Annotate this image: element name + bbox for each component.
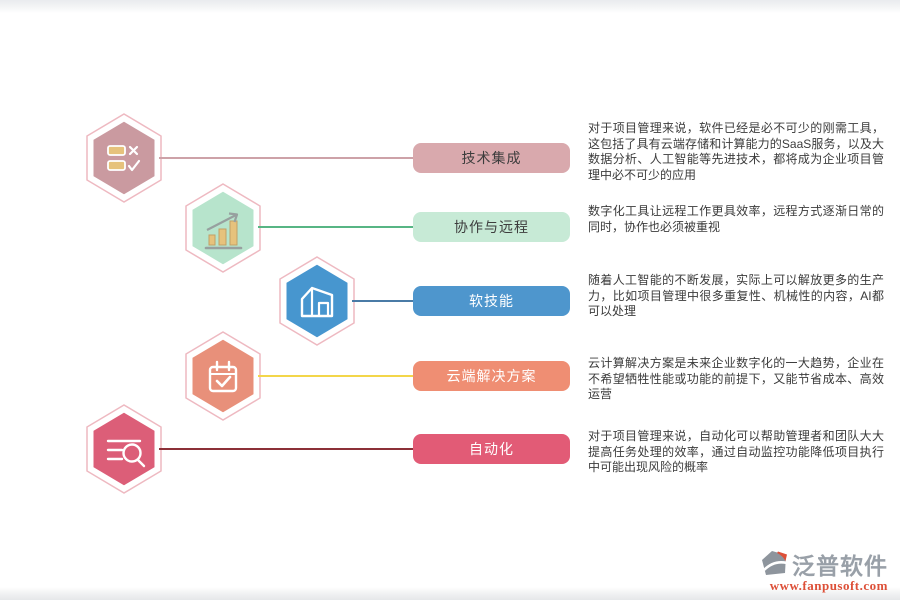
calendar-check-icon: [185, 331, 261, 421]
pill-label: 云端解决方案: [446, 368, 537, 384]
hexagon-node: [277, 255, 357, 347]
label-pill: 软技能: [413, 286, 570, 316]
label-pill: 云端解决方案: [413, 361, 570, 391]
bottom-edge-strip: [0, 587, 900, 600]
logo-text: 泛普软件: [792, 553, 888, 579]
row-description: 随着人工智能的不断发展，实际上可以解放更多的生产力，比如项目管理中很多重复性、机…: [588, 273, 884, 318]
connector-line: [352, 300, 413, 302]
hexagon-node: [84, 112, 164, 204]
row-description: 对于项目管理来说，自动化可以帮助管理者和团队大大提高任务处理的效率，通过自动监控…: [588, 429, 884, 474]
pill-label: 技术集成: [461, 150, 522, 166]
connector-line: [258, 226, 413, 228]
connector-line: [159, 448, 413, 450]
hexagon-node: [183, 330, 263, 422]
row-description: 云计算解决方案是未来企业数字化的一大趋势，企业在不希望牺牲性能或功能的前提下，又…: [588, 356, 884, 401]
fanpu-watermark: 泛普软件 www.fanpusoft.com: [728, 549, 888, 593]
ballot-check-icon: [86, 113, 162, 203]
label-pill: 技术集成: [413, 143, 570, 173]
fanpu-logo-icon: [762, 551, 788, 575]
label-pill: 自动化: [413, 434, 570, 464]
bar-chart-icon: [185, 183, 261, 273]
row-description: 数字化工具让远程工作更具效率，远程方式逐渐日常的同时，协作也必须被重视: [588, 204, 884, 234]
connector-line: [258, 375, 413, 377]
warehouse-icon: [279, 256, 355, 346]
hexagon-node: [183, 182, 263, 274]
top-edge-strip: [0, 0, 900, 13]
label-pill: 协作与远程: [413, 212, 570, 242]
row-description: 对于项目管理来说，软件已经是必不可少的刚需工具，这包括了具有云端存储和计算能力的…: [588, 121, 884, 182]
pill-label: 软技能: [469, 293, 514, 309]
pill-label: 协作与远程: [454, 219, 529, 235]
connector-line: [159, 157, 413, 159]
logo-url: www.fanpusoft.com: [769, 578, 888, 593]
search-list-icon: [86, 404, 162, 494]
hexagon-node: [84, 403, 164, 495]
pill-label: 自动化: [469, 441, 514, 457]
